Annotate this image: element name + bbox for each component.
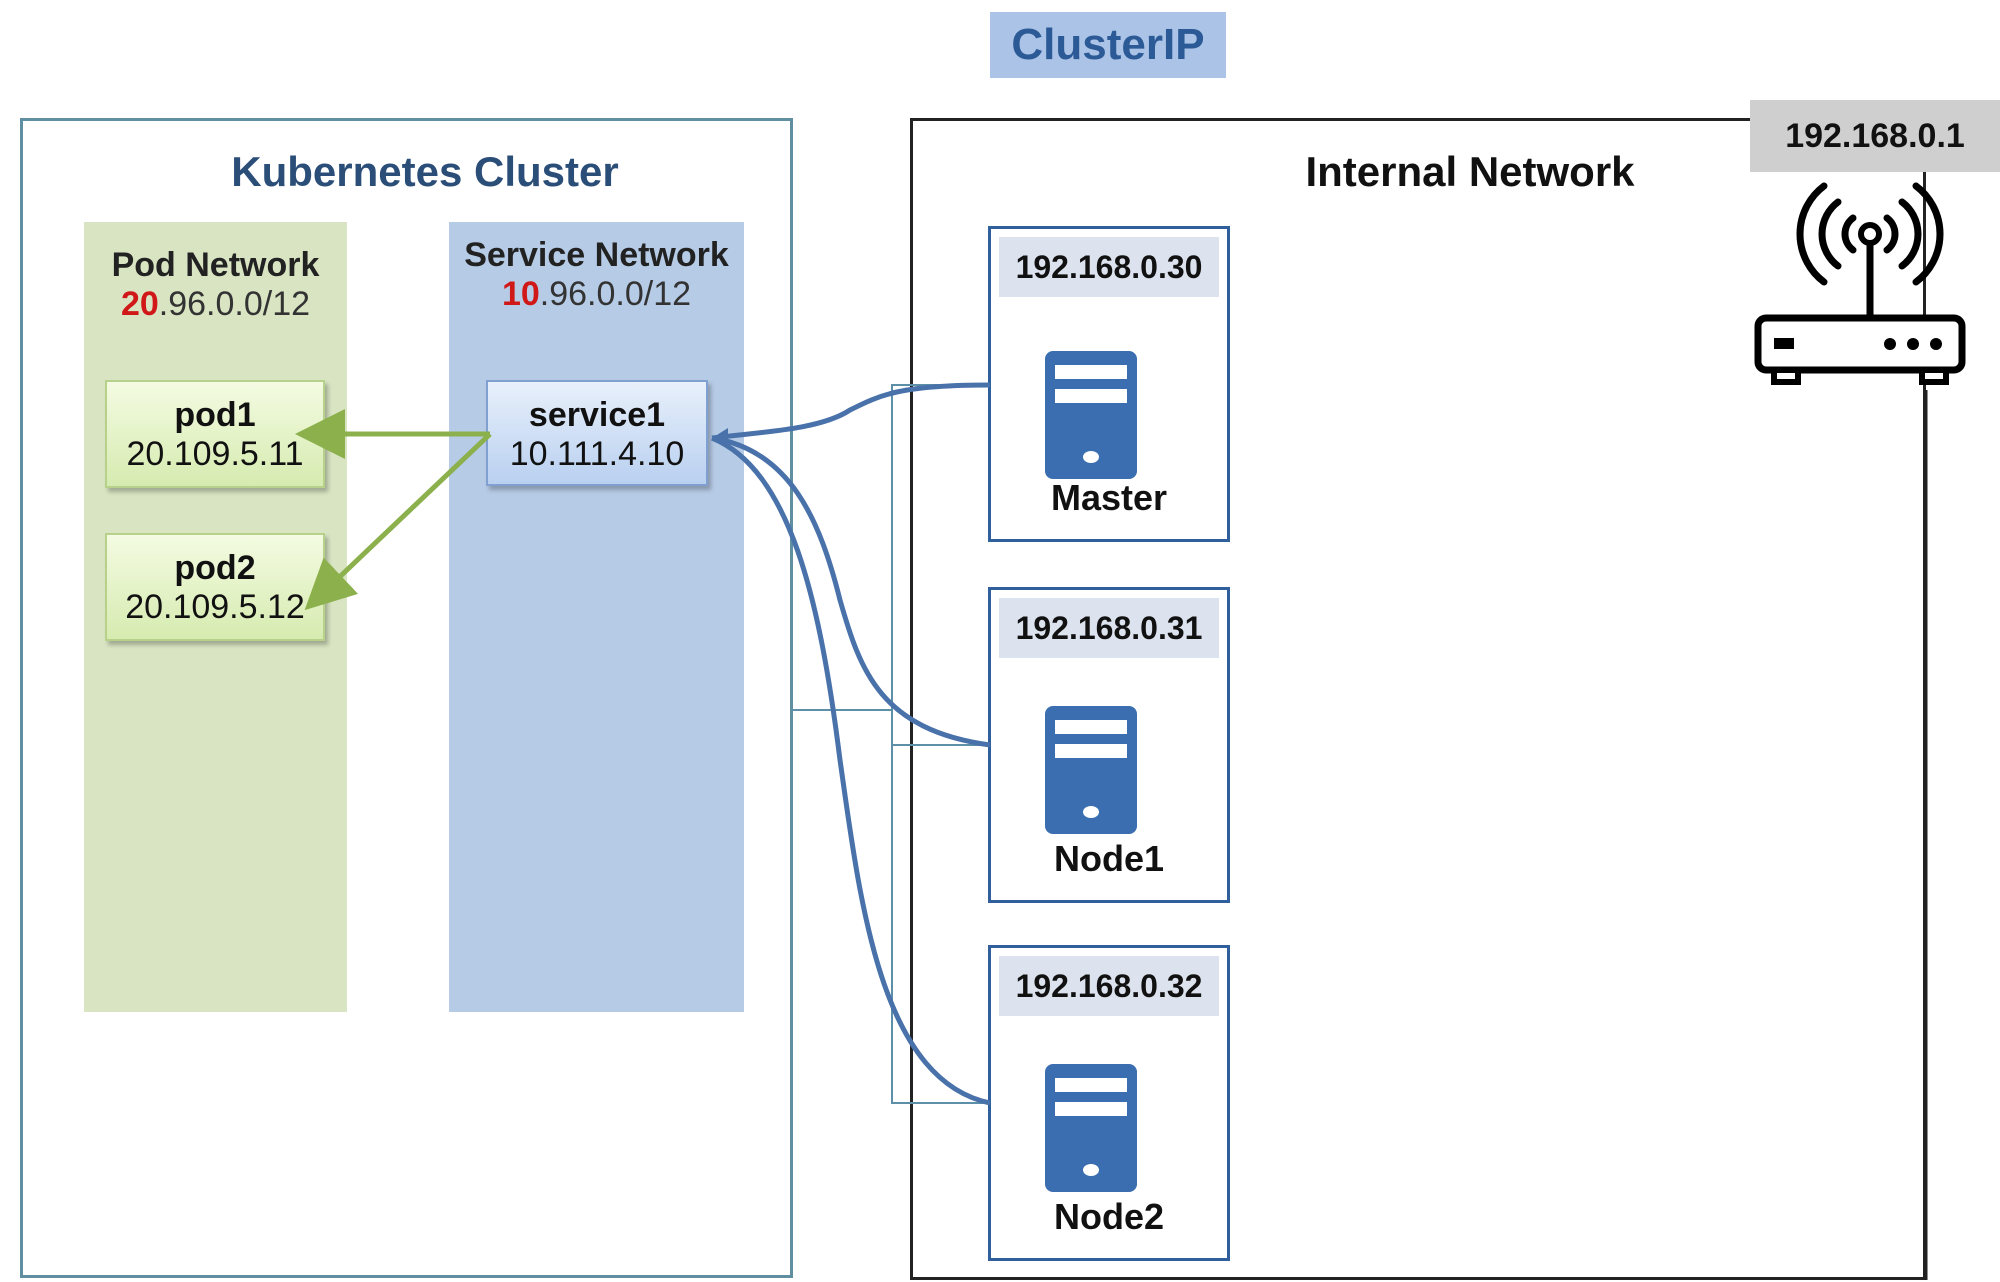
- cluster-title: Kubernetes Cluster: [231, 148, 619, 195]
- pod-ip: 20.109.5.11: [126, 435, 304, 473]
- node-master[interactable]: 192.168.0.30 Master: [988, 226, 1230, 542]
- service-network-title: Service Network: [464, 236, 729, 274]
- node-ip: 192.168.0.30: [999, 237, 1219, 297]
- pod-name: pod1: [174, 396, 256, 434]
- router-ip-label: 192.168.0.1: [1750, 100, 2000, 172]
- service-ip: 10.111.4.10: [509, 435, 685, 473]
- internal-network-title: Internal Network: [1305, 148, 1635, 195]
- node1-to-service-link: [711, 435, 991, 748]
- pod2-box[interactable]: pod2 20.109.5.12: [105, 533, 325, 641]
- server-icon: [1045, 706, 1137, 834]
- pod-cidr-highlight: 20: [120, 285, 159, 323]
- service-cidr-rest: .96.0.0/12: [539, 275, 692, 313]
- pod-network-title: Pod Network: [111, 246, 320, 284]
- wifi-router-icon: [1754, 182, 1966, 385]
- pod-cidr-rest: .96.0.0/12: [158, 285, 311, 323]
- server-icon: [1045, 1064, 1137, 1192]
- node-name: Master: [1050, 477, 1168, 518]
- node-name: Node2: [1053, 1196, 1165, 1237]
- node-ip: 192.168.0.31: [999, 598, 1219, 658]
- pod-network-cidr: 20.96.0.0/12: [84, 285, 347, 324]
- pod-ip: 20.109.5.12: [125, 588, 305, 626]
- service-name: service1: [528, 396, 666, 434]
- network-bus-lines: [793, 384, 990, 1104]
- node-node1[interactable]: 192.168.0.31 Node1: [988, 587, 1230, 903]
- diagram-title: ClusterIP: [990, 12, 1226, 78]
- master-to-service-link: [711, 382, 991, 441]
- node2-to-service-link: [711, 435, 991, 1106]
- service-cidr-highlight: 10: [501, 275, 540, 313]
- service-to-pod2-arrow: [304, 432, 492, 611]
- server-icon: [1045, 351, 1137, 479]
- pod-name: pod2: [174, 549, 256, 587]
- node-name: Node1: [1053, 838, 1165, 879]
- kubernetes-cluster-frame: [20, 118, 793, 1278]
- service-network-panel: Service Network 10.96.0.0/12: [449, 222, 744, 1012]
- node-node2[interactable]: 192.168.0.32 Node2: [988, 945, 1230, 1261]
- service-network-cidr: 10.96.0.0/12: [449, 275, 744, 314]
- service-link-arrowhead: [712, 428, 728, 448]
- node-ip: 192.168.0.32: [999, 956, 1219, 1016]
- service1-box[interactable]: service1 10.111.4.10: [486, 380, 708, 486]
